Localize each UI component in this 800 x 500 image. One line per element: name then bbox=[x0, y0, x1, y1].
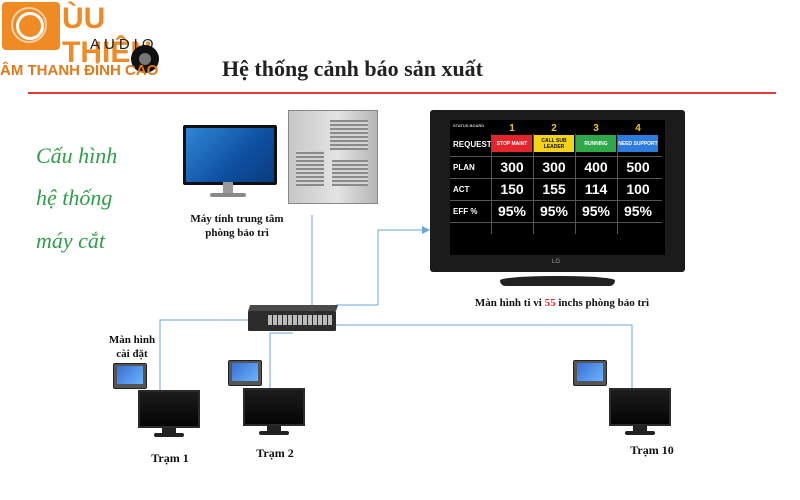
board-column-number: 1 bbox=[509, 123, 515, 134]
board-cell-value: 114 bbox=[584, 181, 608, 197]
tv-label-prefix: Màn hình ti vi bbox=[474, 297, 542, 309]
station-10-label: Trạm 10 bbox=[630, 443, 674, 457]
board-cell-value: 95% bbox=[623, 203, 653, 219]
wire-to-station-2 bbox=[269, 332, 293, 393]
board-request-label: REQUEST bbox=[453, 140, 492, 149]
board-row-label: PLAN bbox=[453, 163, 475, 172]
speaker-icon bbox=[131, 45, 159, 73]
board-column-header: NEED SUPPORT bbox=[618, 135, 658, 152]
setup-label: Màn hình cài đặt bbox=[100, 333, 164, 361]
station-2-label: Trạm 2 bbox=[256, 446, 294, 460]
board-cell-value: 95% bbox=[581, 203, 611, 219]
touch-panel-10 bbox=[573, 360, 607, 386]
board-cell-value: 300 bbox=[500, 159, 524, 175]
board-cell-value: 300 bbox=[542, 159, 566, 175]
board-cell-value: 100 bbox=[626, 181, 650, 197]
wire-to-station-10 bbox=[336, 324, 633, 393]
board-cell-value: 400 bbox=[584, 159, 608, 175]
central-pc-tower bbox=[288, 110, 378, 204]
pc-label-line-2: phòng bảo trì bbox=[205, 227, 269, 239]
board-cell-value: 500 bbox=[626, 159, 650, 175]
logo-tagline: ÂM THANH ĐỈNH CAO bbox=[0, 62, 159, 79]
station-10-monitor bbox=[609, 388, 671, 436]
station-1-label: Trạm 1 bbox=[151, 451, 189, 465]
board-column-number: 4 bbox=[635, 123, 641, 134]
board-cell-value: 95% bbox=[539, 203, 569, 219]
tv-label-suffix: inchs phòng bảo trì bbox=[558, 297, 650, 309]
pc-label: Máy tính trung tâm phòng bảo trì bbox=[172, 212, 302, 240]
board-column-number: 3 bbox=[593, 123, 599, 134]
board-column-number: 2 bbox=[551, 123, 557, 134]
touch-panel-2 bbox=[228, 360, 262, 386]
tv-brand-mark: LG bbox=[552, 259, 561, 265]
wire-to-station-1 bbox=[159, 319, 248, 393]
wire-to-tv bbox=[336, 229, 422, 306]
page-title: Hệ thống cảnh báo sản xuất bbox=[222, 56, 484, 81]
side-text-line-3: máy cắt bbox=[36, 228, 106, 253]
side-text-line-1: Cấu hình bbox=[36, 143, 118, 168]
board-column-header: CALL SUB LEADER bbox=[534, 135, 574, 152]
arrow-to-tv-icon bbox=[422, 226, 430, 234]
side-text-line-2: hệ thống bbox=[36, 185, 113, 210]
board-cell-value: 150 bbox=[500, 181, 524, 197]
board-row-label: EFF % bbox=[453, 207, 478, 216]
central-pc-monitor bbox=[180, 125, 277, 200]
board-cell-value: 155 bbox=[542, 181, 566, 197]
setup-label-line-2: cài đặt bbox=[116, 348, 148, 360]
brand-logo: ÙU THIÊN AUDIO ÂM THANH ĐỈNH CAO bbox=[0, 0, 165, 85]
tv-label-size: 55 bbox=[544, 297, 556, 309]
title-divider bbox=[28, 92, 776, 94]
touch-panel-1 bbox=[113, 363, 147, 389]
board-row-label: ACT bbox=[453, 185, 470, 194]
station-2-monitor bbox=[243, 388, 305, 436]
tv-label: Màn hình ti vi 55 inchs phòng bảo trì bbox=[462, 296, 662, 310]
board-column-header: STOP MAINT bbox=[492, 135, 532, 152]
station-1-monitor bbox=[138, 390, 200, 438]
pc-label-line-1: Máy tính trung tâm bbox=[190, 213, 284, 225]
board-column-header: RUNNING bbox=[576, 135, 616, 152]
logo-mark-icon bbox=[2, 2, 60, 50]
network-switch bbox=[248, 305, 339, 333]
board-cell-value: 95% bbox=[497, 203, 527, 219]
setup-label-line-1: Màn hình bbox=[108, 334, 156, 346]
board-corner-text: STATUS BOARD bbox=[453, 123, 485, 128]
